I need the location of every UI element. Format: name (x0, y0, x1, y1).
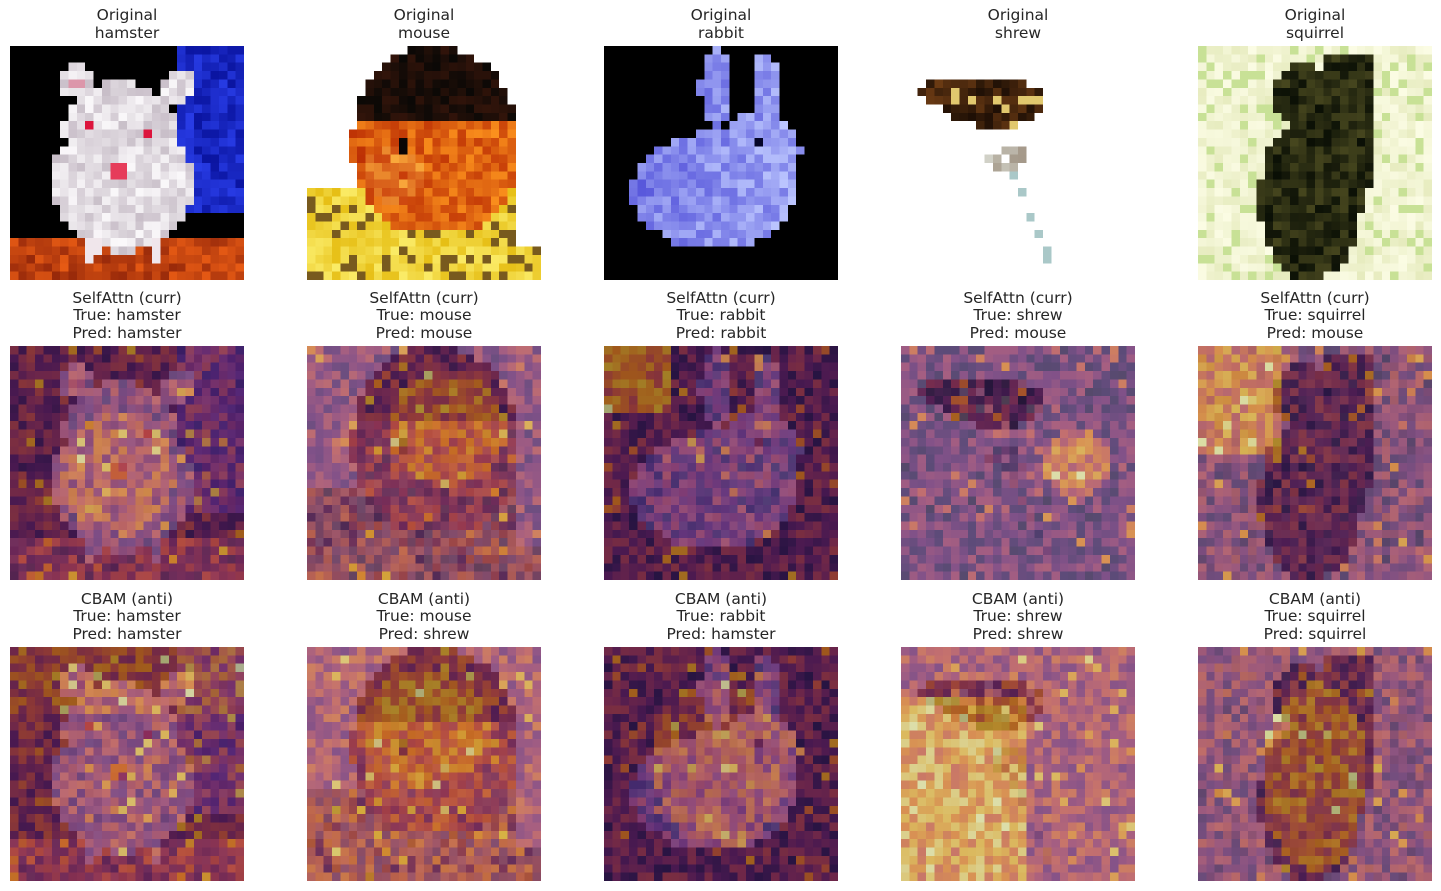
panel-title-line: Original (393, 6, 455, 24)
shrew-selfattn-heatmap (901, 346, 1135, 580)
panel-image (1198, 346, 1432, 580)
panel-title-line: SelfAttn (curr) (666, 288, 776, 307)
panel-title-line: True: shrew (973, 306, 1063, 324)
panel-title-line: CBAM (anti) (80, 589, 174, 608)
panel-title-line: SelfAttn (curr) (1260, 288, 1370, 307)
panel-image (901, 647, 1135, 881)
mouse-selfattn-heatmap (307, 346, 541, 580)
panel-title-line: hamster (94, 23, 160, 42)
panel-title-line: CBAM (anti) (971, 589, 1065, 608)
rabbit-photo (604, 46, 838, 280)
shrew-photo (901, 46, 1135, 280)
panel-title-line: Pred: hamster (72, 323, 182, 342)
panel-image (10, 647, 244, 881)
panel-title-line: Pred: squirrel (1263, 624, 1367, 643)
panel-image (10, 46, 244, 280)
panel-title-line: Original (987, 6, 1049, 24)
shrew-cbam-heatmap (901, 647, 1135, 881)
panel-title-line: shrew (994, 23, 1042, 42)
panel-title-line: Pred: mouse (375, 323, 473, 342)
panel-image (901, 46, 1135, 280)
panel-title-line: Original (690, 6, 752, 24)
panel-image (307, 346, 541, 580)
panel-title-line: SelfAttn (curr) (72, 288, 182, 307)
panel-title-line: True: hamster (73, 306, 181, 324)
panel-image (307, 647, 541, 881)
panel-title-line: Pred: mouse (1266, 323, 1364, 342)
panel-title-line: True: shrew (973, 607, 1063, 625)
panel-image (901, 346, 1135, 580)
squirrel-photo (1198, 46, 1432, 280)
panel-image (1198, 46, 1432, 280)
mouse-photo (307, 46, 541, 280)
panel-title-line: Pred: rabbit (675, 323, 767, 342)
panel-image (604, 647, 838, 881)
panel-title-line: True: mouse (376, 607, 472, 625)
panel-title-line: SelfAttn (curr) (369, 288, 479, 307)
panel-title-line: Original (96, 6, 158, 24)
panel-title-line: SelfAttn (curr) (963, 288, 1073, 307)
panel-title-line: CBAM (anti) (1268, 589, 1362, 608)
panel-title-line: Pred: shrew (972, 624, 1064, 643)
panel-title-line: Pred: hamster (666, 624, 776, 643)
panel-title-line: True: mouse (376, 306, 472, 324)
panel-title-line: Pred: mouse (969, 323, 1067, 342)
squirrel-selfattn-heatmap (1198, 346, 1432, 580)
panel-title-line: rabbit (698, 23, 744, 42)
panel-title-line: True: rabbit (676, 306, 766, 324)
panel-title-line: Original (1284, 6, 1346, 24)
hamster-selfattn-heatmap (10, 346, 244, 580)
panel-title-line: Pred: shrew (378, 624, 470, 643)
panel-image (1198, 647, 1432, 881)
hamster-photo (10, 46, 244, 280)
panel-title-line: mouse (397, 23, 451, 42)
rabbit-cbam-heatmap (604, 647, 838, 881)
panel-image (604, 46, 838, 280)
panel-image (10, 346, 244, 580)
panel-title-line: squirrel (1285, 23, 1345, 42)
panel-title-line: True: squirrel (1264, 607, 1366, 625)
squirrel-cbam-heatmap (1198, 647, 1432, 881)
panel-title-line: CBAM (anti) (377, 589, 471, 608)
hamster-cbam-heatmap (10, 647, 244, 881)
panel-title-line: Pred: hamster (72, 624, 182, 643)
panel-image (307, 46, 541, 280)
rabbit-selfattn-heatmap (604, 346, 838, 580)
mouse-cbam-heatmap (307, 647, 541, 881)
panel-title-line: True: hamster (73, 607, 181, 625)
panel-title-line: True: rabbit (676, 607, 766, 625)
panel-title-line: True: squirrel (1264, 306, 1366, 324)
panel-title-line: CBAM (anti) (674, 589, 768, 608)
panel-image (604, 346, 838, 580)
